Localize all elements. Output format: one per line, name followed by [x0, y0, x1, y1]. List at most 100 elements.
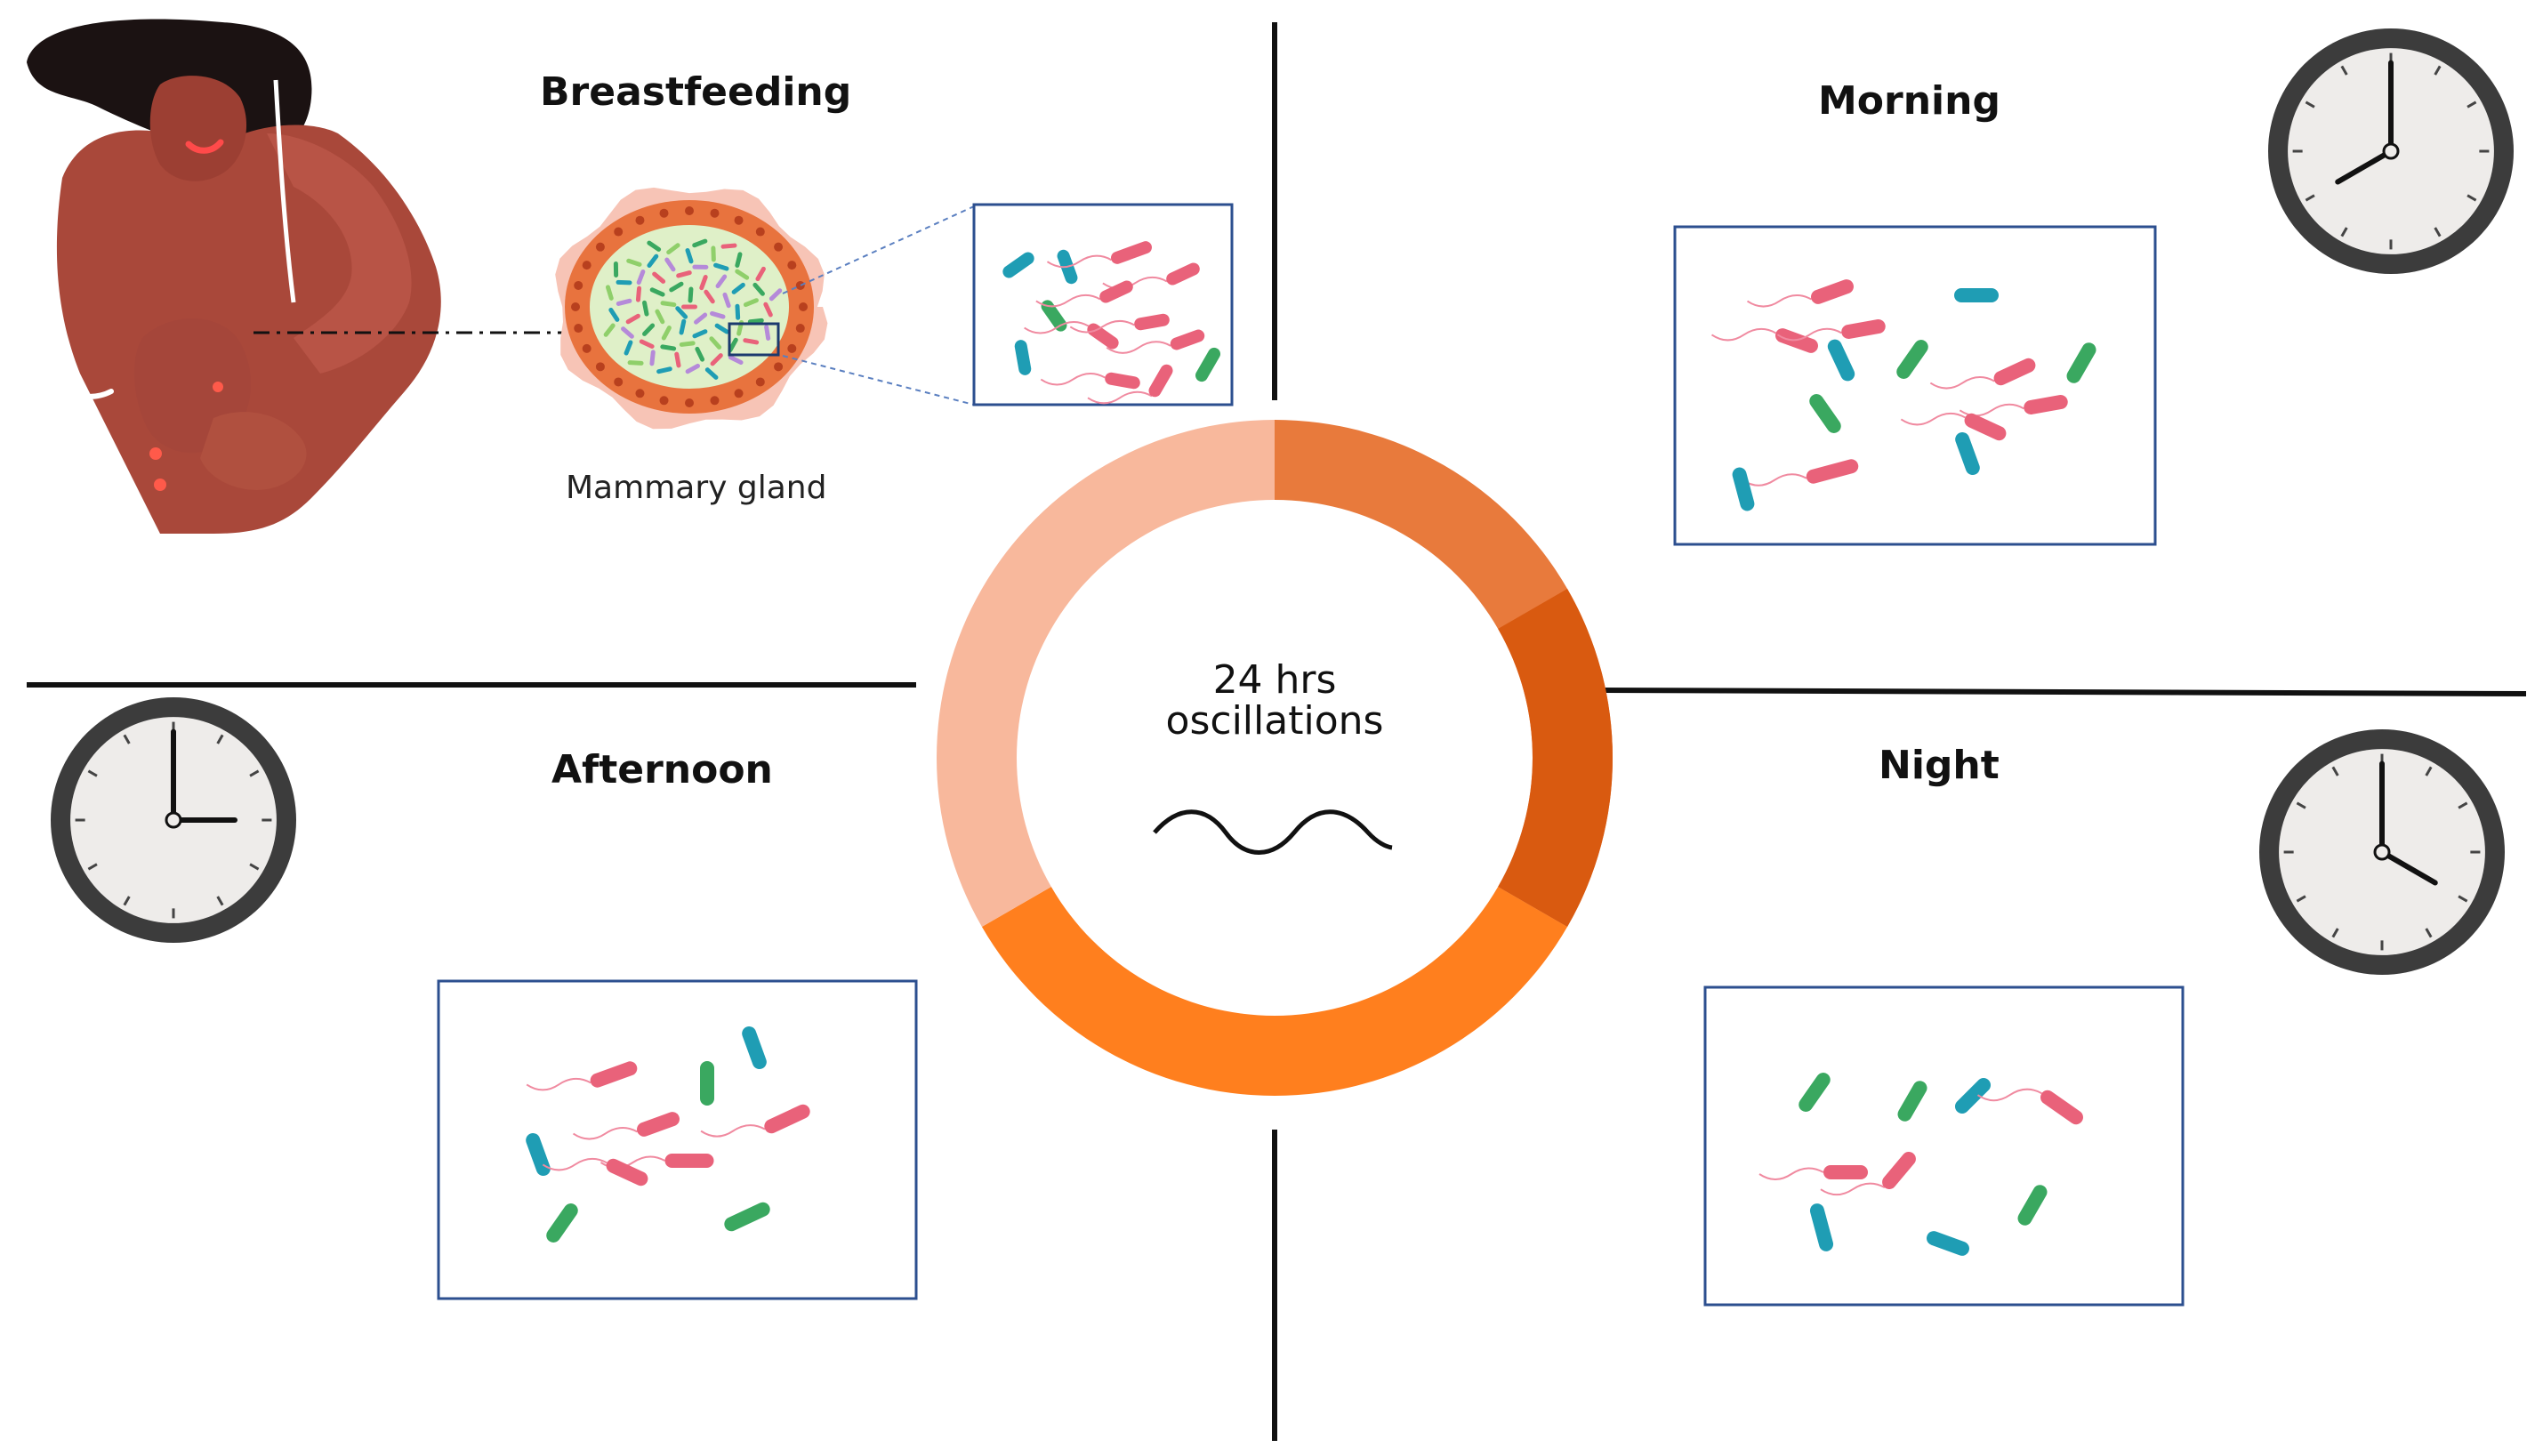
bacterium-icon	[764, 1104, 810, 1134]
clock-tick	[2425, 766, 2433, 776]
gland-bacterium	[735, 303, 741, 320]
gland-bacterium	[763, 302, 773, 318]
gland-cell	[659, 396, 669, 406]
clock-morning-icon	[2268, 28, 2514, 274]
cycle-text-line1: 24 hrs	[1212, 657, 1337, 703]
baby-hand	[200, 412, 307, 490]
gland-cell	[635, 389, 645, 398]
gland-cell	[574, 324, 583, 334]
clock-tick	[2434, 65, 2442, 76]
clock-pivot	[165, 811, 182, 829]
bacterium-icon	[1799, 1073, 1831, 1112]
gland-bacterium	[710, 353, 723, 366]
gland-bacterium	[714, 323, 729, 334]
gland-cell	[582, 261, 591, 270]
bacterium-icon	[2040, 1090, 2083, 1125]
gland-bacterium	[679, 341, 696, 347]
zoom-line-bottom	[782, 355, 975, 406]
bacterium-icon	[1823, 1165, 1868, 1179]
fingernail	[154, 479, 166, 491]
bacterium-icon	[700, 1061, 714, 1106]
label-breastfeeding: Breastfeeding	[540, 69, 852, 115]
gland-bacterium	[692, 264, 709, 269]
bacteria-panel-breastfeeding	[972, 203, 1234, 406]
bacterium-flagellum	[700, 1124, 766, 1138]
gland-zoom-marker	[728, 322, 780, 357]
clock-tick	[2425, 928, 2433, 938]
gland-cell	[685, 206, 694, 215]
bacterium-flagellum	[572, 1127, 638, 1140]
mother-lips	[185, 139, 224, 154]
gland-bacterium	[713, 262, 729, 271]
bacterium-icon	[1134, 313, 1170, 331]
gland-bacterium	[626, 258, 642, 267]
gland-bacterium	[655, 309, 665, 325]
gland-bacterium	[616, 298, 632, 306]
clock-tick	[249, 769, 260, 777]
gland-bacterium	[625, 313, 640, 325]
bacterium-icon	[1041, 300, 1067, 332]
bacteria-panel-morning	[1673, 225, 2157, 546]
bacterium-flagellum	[1046, 254, 1112, 269]
bacterium-flagellum	[1820, 1182, 1886, 1196]
gland-bacterium	[731, 282, 745, 294]
bacterium-flagellum	[1087, 390, 1153, 405]
gland-bacterium	[674, 351, 681, 368]
bacterium-icon	[1014, 340, 1032, 375]
gland-bacterium	[685, 363, 700, 374]
bacterium-icon	[1993, 358, 2036, 386]
clock-tick	[216, 734, 224, 744]
gland-bacterium	[681, 304, 697, 310]
bacterium-icon	[1111, 241, 1152, 264]
bacteria-layer	[526, 241, 2096, 1256]
gland-bacterium	[652, 271, 666, 284]
clock-tick	[2296, 801, 2306, 809]
gland-bacterium	[676, 270, 692, 278]
gland-cell	[734, 389, 744, 398]
clock-hour-hand	[2379, 849, 2438, 886]
clock-tick	[2467, 194, 2477, 202]
gland-bacterium	[695, 346, 705, 362]
bacterium-icon	[1806, 459, 1859, 484]
gland-cell	[710, 396, 720, 406]
clock-tick	[2340, 227, 2348, 237]
bacterium-flagellum	[1900, 412, 1966, 426]
gland-cell	[734, 215, 744, 225]
gland-bacterium	[608, 307, 620, 322]
bacterium-icon	[742, 1026, 767, 1069]
bacterium-icon	[664, 1154, 714, 1168]
gland-cell	[571, 302, 580, 311]
bacterium-flagellum	[1742, 473, 1807, 487]
gland-bacterium	[603, 323, 616, 337]
gland-bacterium	[735, 252, 743, 268]
clock-tick	[123, 896, 131, 906]
quadrant-dividers	[27, 22, 2527, 1441]
label-mammary-gland: Mammary gland	[566, 470, 827, 506]
bacterium-flagellum	[1040, 373, 1106, 386]
clock-tick	[87, 769, 98, 777]
gland-cell	[755, 227, 765, 237]
clock-tick	[2340, 65, 2348, 76]
gland-bacterium	[743, 338, 760, 345]
clock-tick	[2305, 194, 2315, 202]
mother-illustration	[27, 19, 441, 534]
bracelet	[60, 389, 114, 399]
ring-segment-morning	[1275, 420, 1613, 927]
oscillation-wave-icon	[1153, 809, 1393, 855]
gland-bacterium	[720, 243, 737, 249]
gland-bacterium	[755, 266, 766, 282]
mammary-gland-icon	[555, 187, 828, 430]
gland-cell	[774, 362, 784, 372]
clock-tick	[123, 734, 131, 744]
gland-bacterium	[722, 292, 731, 309]
bacterium-icon	[1166, 262, 1200, 286]
clock-pivot	[2382, 142, 2400, 160]
cycle-center-text: 24 hrs oscillations	[1097, 660, 1453, 742]
bacterium-icon	[1964, 413, 2007, 441]
divider-right	[1600, 688, 2527, 696]
clock-pivot	[2373, 843, 2391, 861]
gland-bacterium	[649, 287, 665, 297]
bacterium-icon	[1105, 372, 1140, 390]
gland-cell	[755, 377, 765, 387]
gland-bacterium	[688, 286, 694, 303]
